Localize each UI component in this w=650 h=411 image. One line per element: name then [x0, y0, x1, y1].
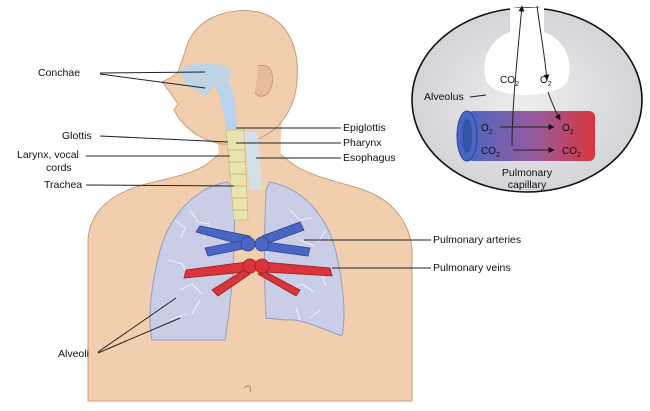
human-torso-figure [87, 10, 413, 402]
label-trachea: Trachea [44, 179, 82, 191]
esophagus-tube [244, 132, 262, 190]
right-labels: Epiglottis Pharynx Esophagus Pulmonary a… [236, 122, 521, 274]
label-alveolus: Alveolus [424, 91, 464, 103]
pulmonary-capillary [467, 111, 595, 161]
label-pulmonary-arteries: Pulmonary arteries [433, 234, 521, 246]
alveolus-sac [484, 8, 570, 95]
label-alveoli: Alveoli [58, 348, 89, 360]
nasal-cavity [180, 63, 231, 96]
label-o2-blood-out: O2 [562, 123, 574, 136]
pulmonary-arteries-vessels [195, 221, 311, 257]
pulmonary-veins-vessels [183, 258, 333, 297]
label-capillary-line2: capillary [508, 179, 547, 191]
left-labels: Conchae Glottis Larynx, vocal cords Trac… [17, 67, 235, 360]
label-capillary: Pulmonary [502, 167, 553, 179]
label-co2-blood-in: CO2 [481, 146, 500, 159]
label-co2-blood-out: CO2 [562, 146, 581, 159]
label-epiglottis: Epiglottis [343, 122, 386, 134]
pharynx-tube [214, 80, 237, 136]
label-o2-blood-in: O2 [481, 123, 493, 136]
gas-exchange-inset: Alveolus CO2 O2 O2 O2 CO2 CO2 Pulmonary … [411, 5, 643, 193]
airway [180, 63, 262, 221]
label-larynx: Larynx, vocal [17, 149, 79, 161]
label-pulmonary-veins: Pulmonary veins [433, 262, 511, 274]
label-pharynx: Pharynx [343, 137, 382, 149]
label-co2-alveolus: CO2 [500, 75, 519, 88]
gas-flow-arrows [500, 5, 561, 153]
lungs [149, 181, 345, 341]
label-larynx-line2: cords [46, 162, 72, 174]
label-o2-alveolus: O2 [540, 75, 552, 88]
label-glottis: Glottis [62, 130, 92, 142]
label-esophagus: Esophagus [343, 152, 396, 164]
label-conchae: Conchae [38, 67, 80, 79]
